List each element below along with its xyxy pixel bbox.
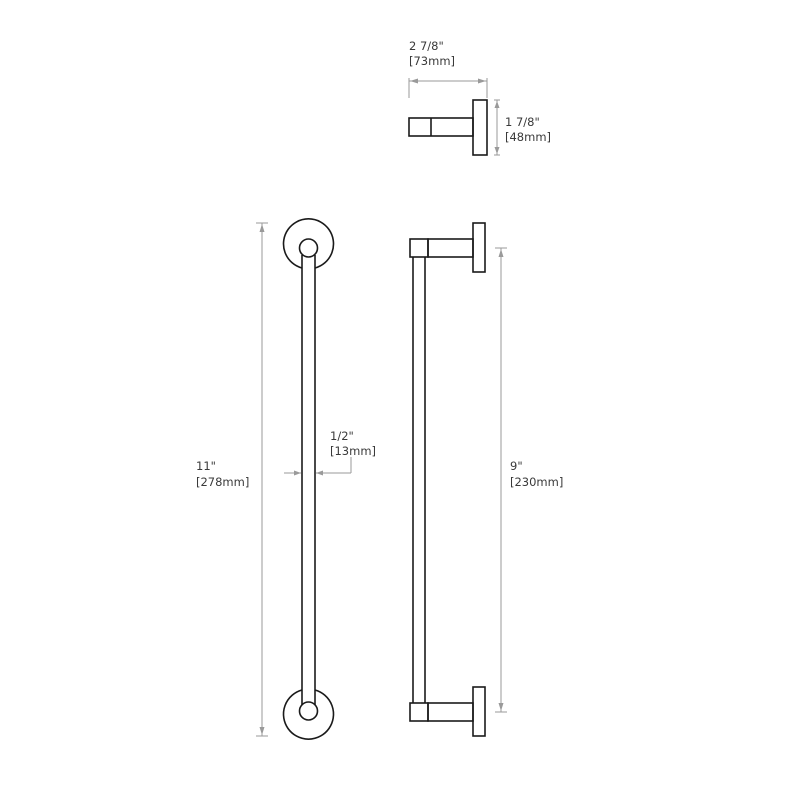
bar-span-metric-label: [230mm] <box>510 475 563 489</box>
flange-height-dimension: 1 7/8" [48mm] <box>494 99 551 156</box>
bar-span-imperial-label: 9" <box>510 459 523 473</box>
projection-dimension: 2 7/8" [73mm] <box>408 39 488 98</box>
top-view-arm <box>408 117 474 137</box>
bar-diameter-dimension: 1/2" [13mm] <box>284 429 376 476</box>
front-view-bottom-flange <box>282 689 335 740</box>
projection-metric-label: [73mm] <box>409 54 455 68</box>
overall-length-metric-label: [278mm] <box>196 475 249 489</box>
side-view-bottom-flange <box>472 686 486 737</box>
side-view-top-flange <box>472 222 486 273</box>
front-view-top-bar-end <box>298 238 319 258</box>
top-view: 2 7/8" [73mm] 1 7/8" [48mm] <box>408 39 551 156</box>
front-view-top-flange <box>282 218 335 269</box>
bar-diameter-imperial-label: 1/2" <box>330 429 354 443</box>
bar-span-dimension: 9" [230mm] <box>495 247 563 713</box>
front-view-bottom-bar-end <box>298 701 319 721</box>
projection-imperial-label: 2 7/8" <box>409 39 444 53</box>
top-view-flange <box>472 99 488 156</box>
side-view-top-arm <box>427 238 474 258</box>
side-view-bottom-bar-cap <box>409 702 429 722</box>
flange-height-imperial-label: 1 7/8" <box>505 115 540 129</box>
flange-height-metric-label: [48mm] <box>505 130 551 144</box>
side-view-top-bar-cap <box>409 238 429 258</box>
overall-length-imperial-label: 11" <box>196 459 216 473</box>
side-view-bottom-arm <box>427 702 474 722</box>
front-view: 11" [278mm] 1/2" [13mm] <box>196 218 376 740</box>
overall-length-dimension: 11" [278mm] <box>196 222 268 737</box>
side-view: 9" [230mm] <box>409 222 563 737</box>
bar-diameter-metric-label: [13mm] <box>330 444 376 458</box>
